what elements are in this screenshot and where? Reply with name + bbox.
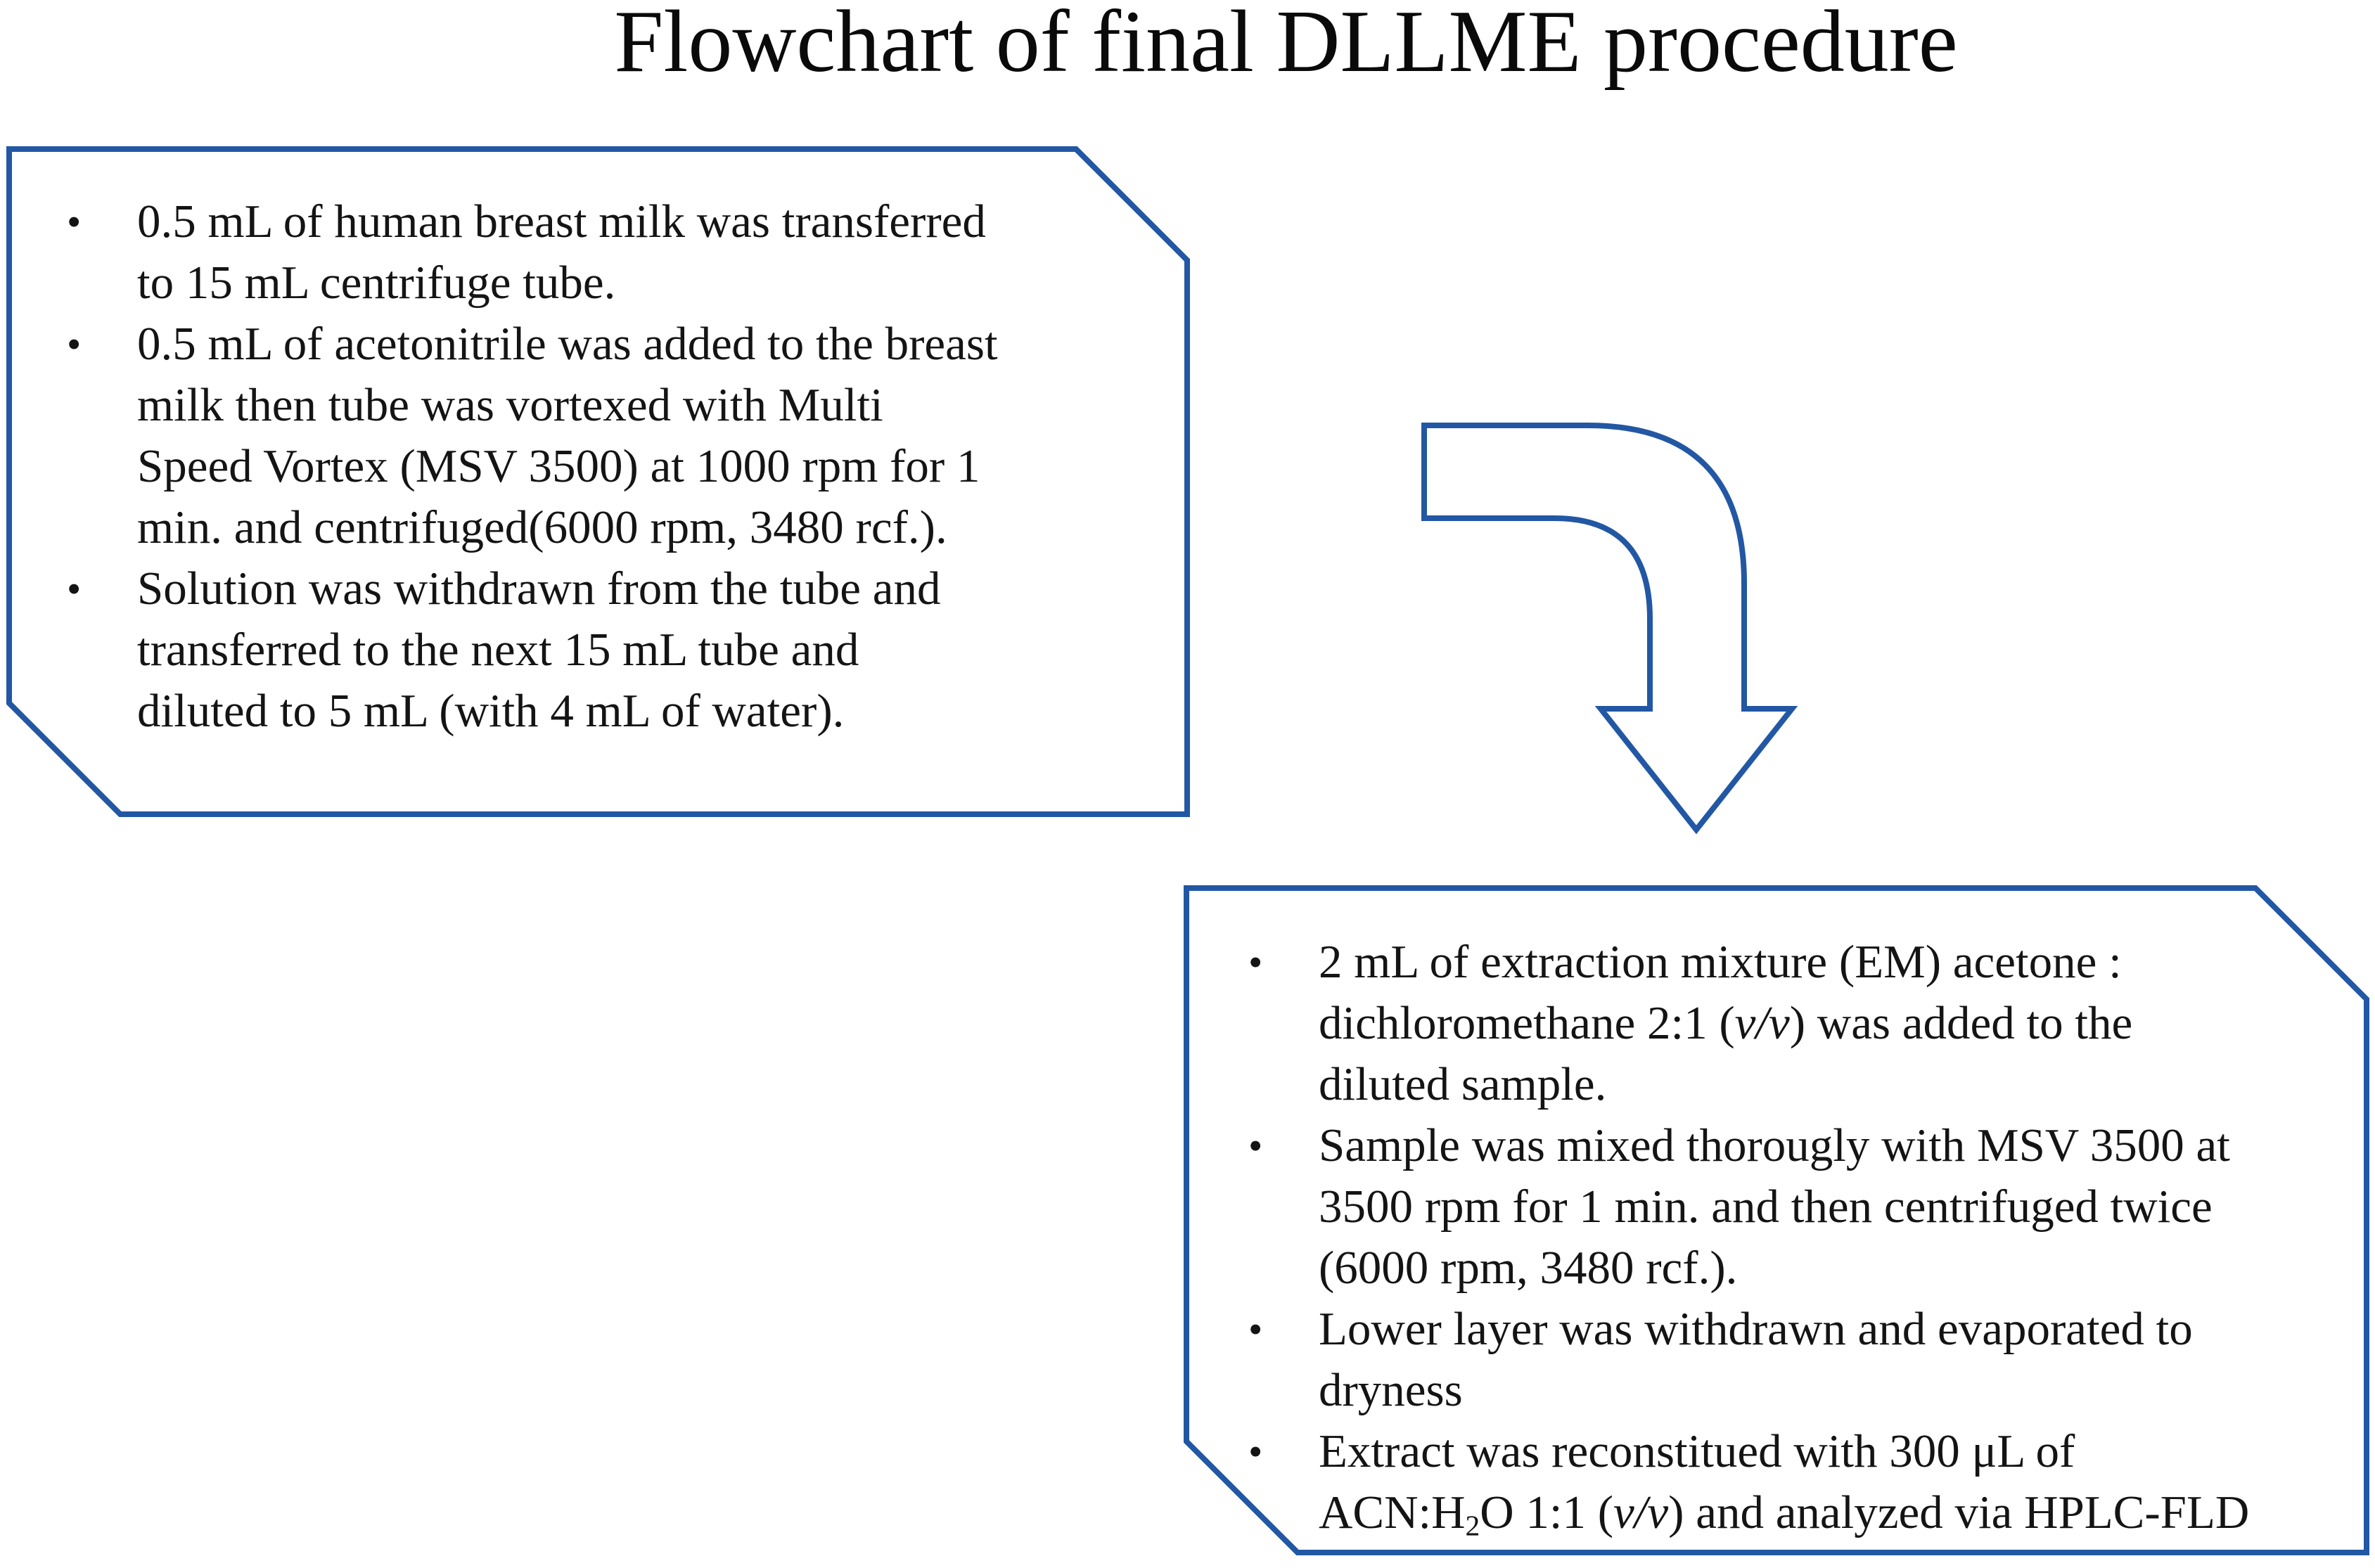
step-1-box-outline: [6, 146, 1190, 817]
bullet-icon: •: [1248, 1306, 1263, 1352]
bullet-item: • Solution was withdrawn from the tube an…: [67, 558, 1178, 742]
text-segment: ) and analyzed via HPLC-FLD: [1668, 1486, 2250, 1538]
bullet-line: min. and centrifuged(6000 rpm, 3480 rcf.…: [137, 497, 1178, 558]
bullet-icon: •: [1248, 1429, 1263, 1474]
bullet-line: transferred to the next 15 mL tube and: [137, 619, 1178, 681]
bullet-icon: •: [1248, 1123, 1263, 1169]
text-segment: O 1:1 (: [1480, 1486, 1614, 1538]
bullet-item: • 2 mL of extraction mixture (EM) acetone…: [1248, 932, 2360, 1115]
diagram-title: Flowchart of final DLLME procedure: [614, 0, 1958, 91]
bullet-line: 3500 rpm for 1 min. and then centrifuged…: [1319, 1176, 2360, 1238]
bullet-icon: •: [67, 321, 82, 367]
text-segment: Extract was reconstitued with 300 μL of: [1319, 1425, 2075, 1477]
bullet-icon: •: [67, 566, 82, 612]
text-segment: milk then tube was vortexed with Multi: [137, 379, 883, 431]
bullet-text: 0.5 mL of acetonitrile was added to the …: [137, 314, 1178, 558]
bullet-text: Sample was mixed thorougly with MSV 3500…: [1319, 1115, 2360, 1299]
text-segment: Speed Vortex (MSV 3500) at 1000 rpm for …: [137, 440, 980, 492]
text-segment: min. and centrifuged(6000 rpm, 3480 rcf.…: [137, 501, 947, 553]
bullet-line: 0.5 mL of acetonitrile was added to the …: [137, 314, 1178, 375]
text-segment: Lower layer was withdrawn and evaporated…: [1319, 1303, 2193, 1355]
bullet-line: 0.5 mL of human breast milk was transfer…: [137, 191, 1178, 252]
text-segment: transferred to the next 15 mL tube and: [137, 624, 859, 676]
step-2-box-outline: [1184, 885, 2369, 1555]
text-segment: Sample was mixed thorougly with MSV 3500…: [1319, 1119, 2230, 1171]
text-segment: diluted sample.: [1319, 1058, 1607, 1110]
bullet-line: Speed Vortex (MSV 3500) at 1000 rpm for …: [137, 436, 1178, 497]
bullet-line: dichloromethane 2:1 (v/v) was added to t…: [1319, 993, 2360, 1054]
bullet-line: diluted sample.: [1319, 1054, 2360, 1115]
text-segment: to 15 mL centrifuge tube.: [137, 257, 616, 309]
bullet-line: 2 mL of extraction mixture (EM) acetone …: [1319, 932, 2360, 993]
bent-down-arrow-icon: [1421, 423, 1798, 835]
bullet-text: 0.5 mL of human breast milk was transfer…: [137, 191, 1178, 314]
bullet-icon: •: [1248, 939, 1263, 985]
bullet-line: dryness: [1319, 1360, 2360, 1421]
bullet-item: • Lower layer was withdrawn and evaporate…: [1248, 1299, 2360, 1421]
bullet-text: 2 mL of extraction mixture (EM) acetone …: [1319, 932, 2360, 1115]
text-segment: dryness: [1319, 1364, 1463, 1416]
text-segment: v/v: [1613, 1486, 1669, 1538]
bullet-text: Lower layer was withdrawn and evaporated…: [1319, 1299, 2360, 1421]
bullet-text: Solution was withdrawn from the tube and…: [137, 558, 1178, 742]
text-segment: v/v: [1734, 997, 1790, 1049]
text-segment: (6000 rpm, 3480 rcf.).: [1319, 1242, 1738, 1294]
bullet-line: to 15 mL centrifuge tube.: [137, 252, 1178, 314]
text-segment: 2: [1465, 1509, 1480, 1542]
text-segment: ) was added to the: [1789, 997, 2133, 1049]
step-2-box: • 2 mL of extraction mixture (EM) acetone…: [1248, 932, 2360, 1543]
bullet-item: • Extract was reconstitued with 300 μL of…: [1248, 1421, 2360, 1543]
bullet-line: Lower layer was withdrawn and evaporated…: [1319, 1299, 2360, 1360]
text-segment: diluted to 5 mL (with 4 mL of water).: [137, 685, 845, 737]
text-segment: 3500 rpm for 1 min. and then centrifuged…: [1319, 1181, 2213, 1233]
bullet-line: Sample was mixed thorougly with MSV 3500…: [1319, 1115, 2360, 1176]
bullet-line: milk then tube was vortexed with Multi: [137, 375, 1178, 436]
bullet-item: • 0.5 mL of human breast milk was transfe…: [67, 191, 1178, 314]
bullet-line: Extract was reconstitued with 300 μL of: [1319, 1421, 2360, 1482]
bullet-line: diluted to 5 mL (with 4 mL of water).: [137, 681, 1178, 742]
text-segment: 0.5 mL of acetonitrile was added to the …: [137, 318, 998, 370]
text-segment: ACN:H: [1319, 1486, 1466, 1538]
text-segment: Solution was withdrawn from the tube and: [137, 563, 941, 615]
text-segment: 0.5 mL of human breast milk was transfer…: [137, 195, 986, 248]
bullet-line: ACN:H2O 1:1 (v/v) and analyzed via HPLC-…: [1319, 1482, 2360, 1543]
bullet-item: • Sample was mixed thorougly with MSV 350…: [1248, 1115, 2360, 1299]
step-1-box: • 0.5 mL of human breast milk was transfe…: [67, 191, 1178, 742]
text-segment: 2 mL of extraction mixture (EM) acetone …: [1319, 936, 2122, 988]
bullet-icon: •: [67, 199, 82, 245]
bullet-line: (6000 rpm, 3480 rcf.).: [1319, 1238, 2360, 1299]
text-segment: dichloromethane 2:1 (: [1319, 997, 1735, 1049]
bullet-line: Solution was withdrawn from the tube and: [137, 558, 1178, 619]
bullet-item: • 0.5 mL of acetonitrile was added to the…: [67, 314, 1178, 558]
